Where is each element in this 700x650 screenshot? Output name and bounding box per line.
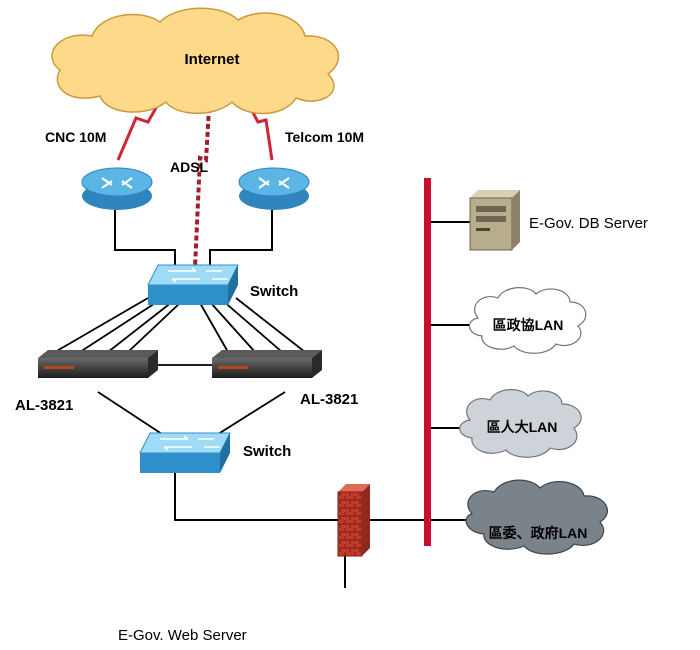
cnc-label: CNC 10M [45, 129, 106, 145]
lan-cloud-1: 區政協LAN [468, 287, 587, 354]
firewall-icon [337, 484, 370, 557]
adsl-label: ADSL [170, 159, 209, 175]
connection-lines [54, 210, 472, 588]
router-icon [238, 167, 310, 210]
firewall [337, 484, 370, 557]
link-router-left-switch [114, 210, 176, 265]
switch-bottom [139, 432, 231, 473]
router-icon [81, 167, 153, 210]
router-left [81, 167, 153, 210]
adsl-dashed-link [193, 91, 212, 269]
al-left-label: AL-3821 [15, 397, 73, 414]
lan-2-label: 區人大LAN [487, 419, 558, 435]
al-right-label: AL-3821 [300, 391, 358, 408]
db-server-label: E-Gov. DB Server [529, 215, 648, 232]
db-server [469, 190, 520, 251]
lan-cloud-2: 區人大LAN [459, 389, 582, 458]
switch-bottom-label: Switch [243, 443, 291, 460]
internet-cloud: Internet [51, 7, 340, 115]
switch-icon [147, 264, 239, 305]
lan-3-label: 區委、政府LAN [489, 525, 588, 541]
al-left-to-switch [97, 391, 166, 437]
link-switch-firewall [174, 468, 338, 521]
internet-label: Internet [184, 51, 239, 68]
al-device-right [212, 350, 322, 378]
server-icon [469, 190, 520, 251]
cloud-icon [468, 287, 587, 354]
cloud-icon [459, 389, 582, 458]
lan-cloud-3: 區委、政府LAN [465, 479, 608, 555]
al-device-left [38, 350, 158, 378]
telcom-label: Telcom 10M [285, 129, 364, 145]
router-right [238, 167, 310, 210]
switch-icon [139, 432, 231, 473]
al-right-to-switch [214, 391, 286, 437]
switch-top [147, 264, 239, 305]
backbone-bus [424, 178, 431, 546]
switch-to-al-links [54, 297, 306, 353]
link-router-right-switch [209, 210, 273, 265]
cloud-icon [51, 7, 340, 115]
web-server-label: E-Gov. Web Server [118, 627, 247, 644]
cloud-icon [465, 479, 608, 555]
switch-top-label: Switch [250, 283, 298, 300]
lan-1-label: 區政協LAN [493, 317, 564, 333]
